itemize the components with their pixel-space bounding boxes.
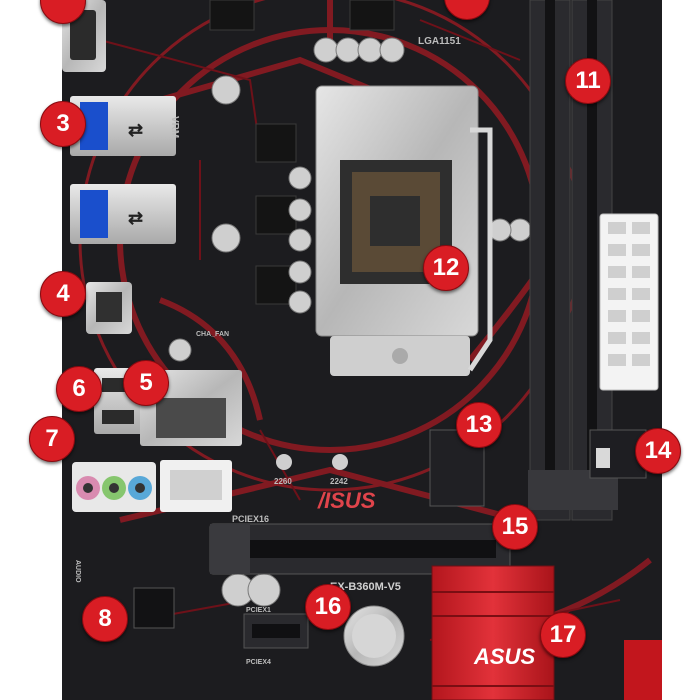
pcie-x16-slot: [209, 523, 511, 575]
cmos-battery: [343, 605, 405, 667]
callout-14[interactable]: 14: [635, 428, 681, 474]
callout-5[interactable]: 5: [123, 360, 169, 406]
callout-16[interactable]: 16: [305, 584, 351, 630]
pciex1-label: PCIEX1: [246, 607, 271, 614]
vrm-label: VRM: [169, 116, 180, 138]
capacitors: [168, 37, 532, 607]
callout-17[interactable]: 17: [540, 612, 586, 658]
svg-text:⇄: ⇄: [128, 120, 143, 140]
socket-label: LGA1151: [418, 36, 461, 47]
callout-7[interactable]: 7: [29, 416, 75, 462]
m2-label-2260: 2260: [274, 477, 292, 486]
atx-24pin: [599, 213, 659, 391]
model-label: EX-B360M-V5: [330, 581, 401, 593]
callout-11[interactable]: 11: [565, 58, 611, 104]
callout-6[interactable]: 6: [56, 366, 102, 412]
usb3-stack-lower: ⇄: [70, 184, 176, 244]
svg-text:⇄: ⇄: [128, 208, 143, 228]
heatsink-logo: ASUS: [473, 644, 535, 669]
callout-4[interactable]: 4: [40, 271, 86, 317]
pciex16-label: PCIEX16: [232, 514, 269, 524]
vrm-chokes: [209, 0, 395, 305]
m2-label-2242: 2242: [330, 477, 348, 486]
cha-fan-label: CHA_FAN: [196, 331, 229, 338]
callout-15[interactable]: 15: [492, 504, 538, 550]
cpu-socket: [315, 85, 493, 376]
callout-13[interactable]: 13: [456, 402, 502, 448]
audio-label: AUDIO: [74, 560, 81, 583]
audio-codec: [133, 587, 175, 629]
audio-jacks: [72, 462, 156, 512]
pciex4-label: PCIEX4: [246, 659, 271, 666]
callout-3[interactable]: 3: [40, 101, 86, 147]
chipset-heatsink: ASUS: [431, 565, 555, 700]
callout-12[interactable]: 12: [423, 245, 469, 291]
callout-8[interactable]: 8: [82, 596, 128, 642]
usb3-stack-upper: ⇄: [70, 96, 176, 156]
board-brand-logo: /ISUS: [317, 488, 376, 513]
